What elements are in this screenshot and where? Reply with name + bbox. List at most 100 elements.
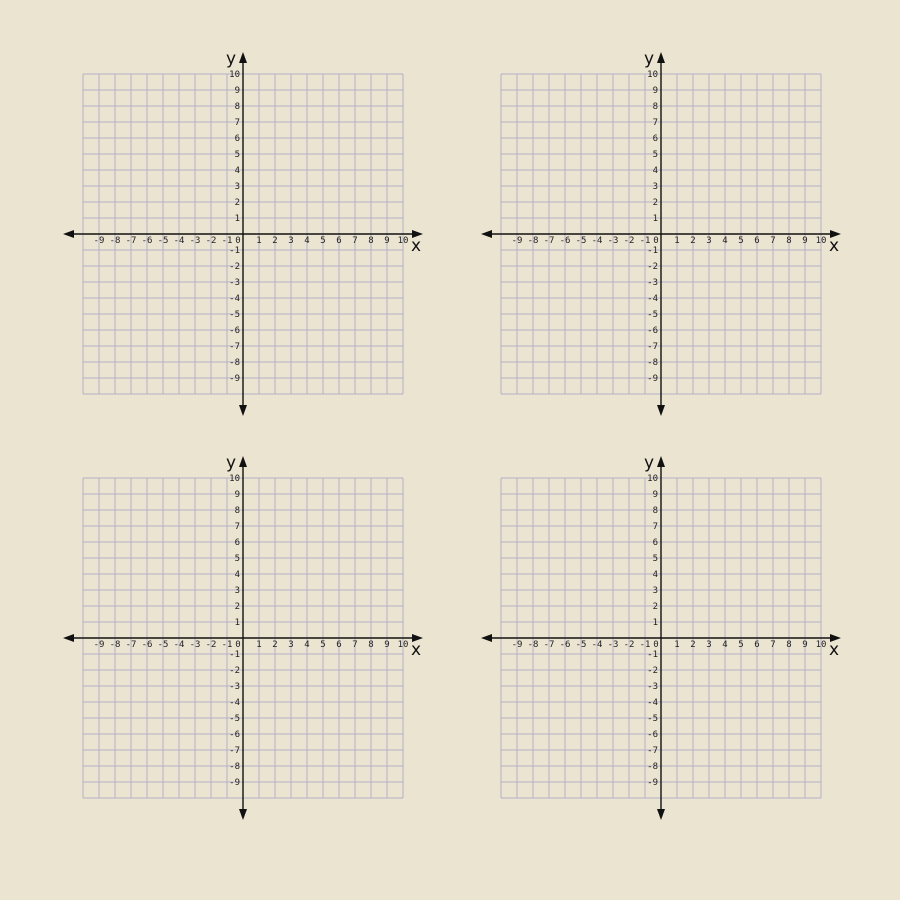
y-tick-label: 8	[235, 506, 240, 516]
x-tick-label: 0	[235, 640, 240, 650]
x-tick-label: -8	[110, 236, 121, 246]
x-tick-label: 6	[336, 236, 341, 246]
x-tick-label: 4	[722, 236, 727, 246]
y-tick-label: 7	[653, 118, 658, 128]
x-tick-label: -3	[608, 236, 619, 246]
x-tick-label: 3	[288, 236, 293, 246]
x-tick-label: 9	[384, 236, 389, 246]
y-tick-label: 3	[235, 586, 240, 596]
y-tick-label: 7	[235, 522, 240, 532]
x-tick-label: -2	[206, 640, 217, 650]
y-axis-label: y	[226, 49, 236, 69]
y-tick-label: -8	[229, 358, 240, 368]
y-tick-label: 9	[235, 490, 240, 500]
y-tick-label: -5	[229, 714, 240, 724]
x-tick-label: -9	[512, 640, 523, 650]
y-tick-label: 4	[653, 166, 658, 176]
y-tick-label: -4	[229, 294, 240, 304]
y-axis-up-arrow-icon	[239, 456, 247, 467]
y-tick-label: 10	[229, 474, 240, 484]
x-tick-label: -2	[206, 236, 217, 246]
x-tick-label: 7	[352, 640, 357, 650]
x-tick-label: -4	[174, 236, 185, 246]
y-tick-label: 5	[653, 150, 658, 160]
x-axis-label: x	[829, 640, 839, 660]
y-tick-label: -3	[647, 682, 658, 692]
x-tick-label: -2	[624, 640, 635, 650]
x-tick-label: 9	[802, 236, 807, 246]
y-tick-label: 4	[653, 570, 658, 580]
y-axis-down-arrow-icon	[657, 405, 665, 416]
x-axis-label: x	[411, 236, 421, 256]
x-tick-label: 5	[320, 236, 325, 246]
y-tick-label: -9	[647, 778, 658, 788]
y-tick-label: 1	[653, 618, 658, 628]
y-tick-label: -7	[647, 342, 658, 352]
y-tick-label: -2	[647, 666, 658, 676]
y-tick-label: -5	[647, 714, 658, 724]
x-tick-label: 1	[256, 236, 261, 246]
x-tick-label: 2	[690, 640, 695, 650]
x-tick-label: -4	[592, 640, 603, 650]
y-axis-label: y	[226, 453, 236, 473]
x-tick-label: 4	[304, 236, 309, 246]
x-tick-label: -6	[560, 236, 571, 246]
x-tick-label: -9	[94, 640, 105, 650]
y-tick-label: -8	[647, 762, 658, 772]
y-tick-label: -5	[647, 310, 658, 320]
x-tick-label: 0	[653, 640, 658, 650]
x-tick-label: 8	[368, 640, 373, 650]
y-tick-label: -2	[647, 262, 658, 272]
y-tick-label: 8	[235, 102, 240, 112]
y-tick-label: 2	[235, 602, 240, 612]
x-tick-label: -5	[576, 640, 587, 650]
y-tick-label: -4	[647, 294, 658, 304]
x-tick-label: -5	[158, 640, 169, 650]
x-tick-label: -8	[528, 236, 539, 246]
y-tick-label: 6	[653, 538, 658, 548]
y-tick-label: -4	[647, 698, 658, 708]
x-tick-label: 3	[288, 640, 293, 650]
y-axis-up-arrow-icon	[657, 456, 665, 467]
y-tick-label: 7	[653, 522, 658, 532]
x-tick-label: 7	[770, 640, 775, 650]
x-tick-label: -8	[528, 640, 539, 650]
x-axis-right-arrow-icon	[830, 634, 841, 642]
y-tick-label: 3	[653, 586, 658, 596]
y-tick-label: 4	[235, 166, 240, 176]
x-tick-label: 1	[674, 640, 679, 650]
x-tick-label: -3	[190, 640, 201, 650]
y-tick-label: 4	[235, 570, 240, 580]
y-tick-label: 6	[235, 134, 240, 144]
x-axis-label: x	[829, 236, 839, 256]
x-tick-label: -3	[190, 236, 201, 246]
y-tick-label: 6	[653, 134, 658, 144]
y-axis-up-arrow-icon	[657, 52, 665, 63]
y-tick-label: -7	[229, 746, 240, 756]
x-tick-label: -7	[544, 640, 555, 650]
y-tick-label: 2	[653, 198, 658, 208]
x-axis-left-arrow-icon	[63, 634, 74, 642]
x-tick-label: 10	[398, 236, 409, 246]
y-tick-label: 10	[647, 70, 658, 80]
y-tick-label: 5	[235, 150, 240, 160]
x-tick-label: -9	[512, 236, 523, 246]
x-tick-label: 10	[816, 236, 827, 246]
y-tick-label: -2	[229, 666, 240, 676]
x-axis-left-arrow-icon	[481, 230, 492, 238]
y-tick-label: -7	[647, 746, 658, 756]
y-tick-label: -4	[229, 698, 240, 708]
x-tick-label: 3	[706, 640, 711, 650]
x-axis-right-arrow-icon	[830, 230, 841, 238]
y-axis-up-arrow-icon	[239, 52, 247, 63]
y-tick-label: 8	[653, 102, 658, 112]
y-tick-label: -3	[647, 278, 658, 288]
x-tick-label: 2	[272, 640, 277, 650]
y-tick-label: -1	[229, 246, 240, 256]
x-tick-label: -5	[158, 236, 169, 246]
y-tick-label: 10	[647, 474, 658, 484]
x-tick-label: 2	[272, 236, 277, 246]
